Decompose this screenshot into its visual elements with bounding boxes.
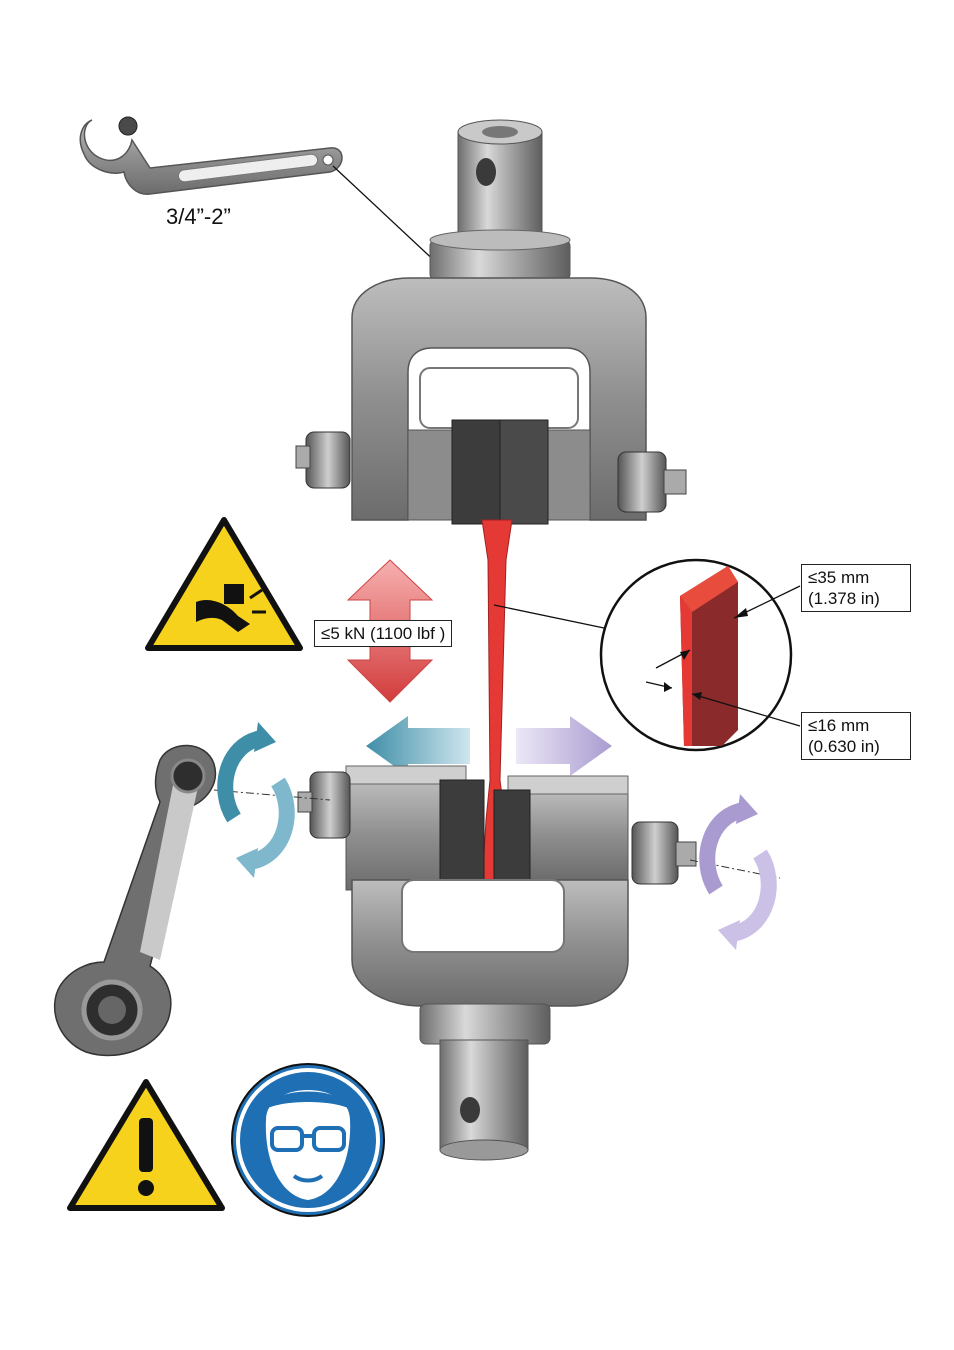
upper-grip xyxy=(295,119,687,525)
jaw-open-arrow-left xyxy=(366,716,470,776)
rotate-arrow-right xyxy=(699,794,777,950)
max-width-in: (1.378 in) xyxy=(808,589,880,608)
eye-protection-mandatory-icon xyxy=(231,1063,385,1217)
max-width-mm: ≤35 mm xyxy=(808,568,870,587)
max-thickness-spec: ≤16 mm (0.630 in) xyxy=(801,712,911,760)
jaw-open-arrow-right xyxy=(516,716,612,776)
rotate-arrow-left xyxy=(217,722,295,878)
specimen-leader-line xyxy=(493,604,605,629)
hook-spanner-wrench xyxy=(79,116,343,195)
ratchet-wrench xyxy=(53,744,217,1057)
specimen-detail-callout xyxy=(599,558,801,752)
general-warning-icon xyxy=(67,1079,225,1211)
max-thickness-in: (0.630 in) xyxy=(808,737,880,756)
max-width-spec: ≤35 mm (1.378 in) xyxy=(801,564,911,612)
lower-grip xyxy=(297,765,697,1161)
crush-hazard-warning-icon xyxy=(145,517,303,651)
max-thickness-mm: ≤16 mm xyxy=(808,716,870,735)
force-capacity-label: ≤5 kN (1100 lbf ) xyxy=(314,620,453,647)
wrench-leader-line xyxy=(332,165,441,267)
wrench-size-label: 3/4”-2” xyxy=(166,204,231,229)
